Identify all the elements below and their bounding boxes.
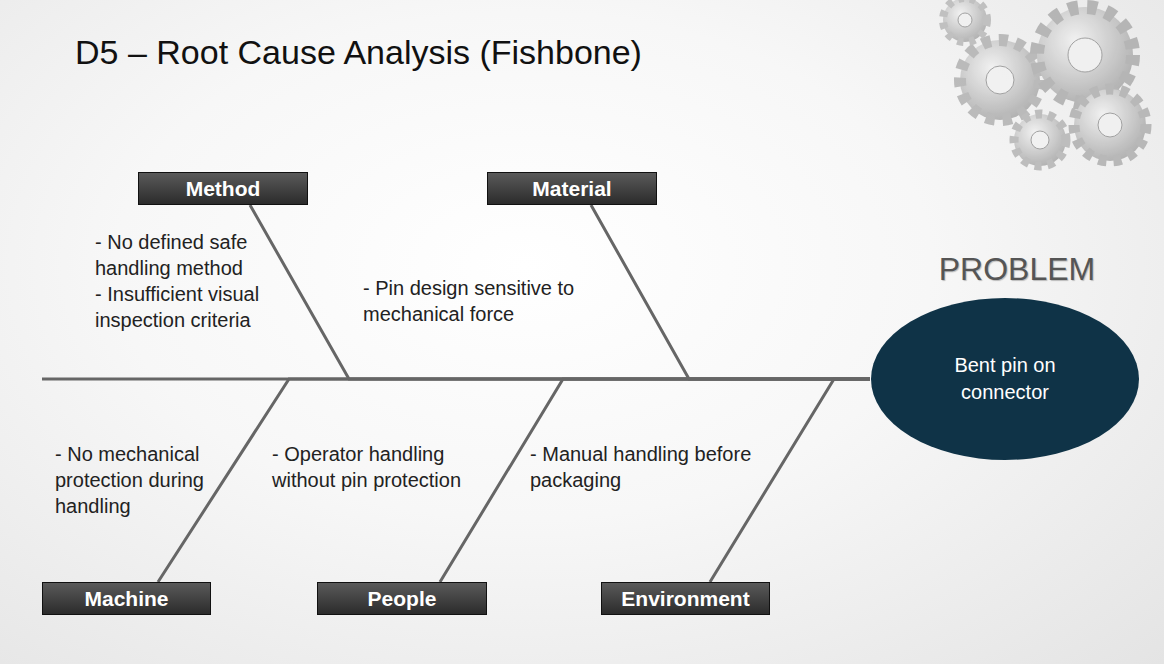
ellipse-outline xyxy=(870,297,1140,461)
category-label: Machine xyxy=(84,587,168,611)
fishbone-spine xyxy=(42,378,870,381)
cause-note: - Manual handling before packaging xyxy=(530,441,775,493)
cause-note: - No mechanical protection during handli… xyxy=(55,441,227,519)
category-label: Material xyxy=(532,177,611,201)
fishbone-bone xyxy=(591,205,870,379)
cause-note: - Operator handling without pin protecti… xyxy=(272,441,487,493)
slide-title: D5 – Root Cause Analysis (Fishbone) xyxy=(75,33,642,72)
problem-heading: PROBLEM xyxy=(882,251,1152,288)
category-label: People xyxy=(368,587,437,611)
fishbone-bone xyxy=(250,205,870,379)
cause-note: - Pin design sensitive to mechanical for… xyxy=(363,275,603,327)
ellipse-shape xyxy=(871,298,1139,460)
category-box: People xyxy=(317,582,487,615)
category-box: Method xyxy=(138,172,308,205)
fishbone-bone xyxy=(710,379,870,582)
category-label: Environment xyxy=(621,587,749,611)
fishbone-bone xyxy=(440,379,870,582)
problem-text: Bent pin on connector xyxy=(920,352,1090,406)
category-label: Method xyxy=(186,177,261,201)
fishbone-bone xyxy=(158,379,870,582)
problem-ellipse: PROBLEMBent pin on connector xyxy=(870,297,1140,461)
gear-decoration xyxy=(943,0,1146,166)
cause-note: - Insufficient visual inspection criteri… xyxy=(95,281,295,333)
category-box: Environment xyxy=(601,582,770,615)
category-box: Machine xyxy=(42,582,211,615)
category-box: Material xyxy=(487,172,657,205)
cause-note: - No defined safe handling method xyxy=(95,229,295,281)
